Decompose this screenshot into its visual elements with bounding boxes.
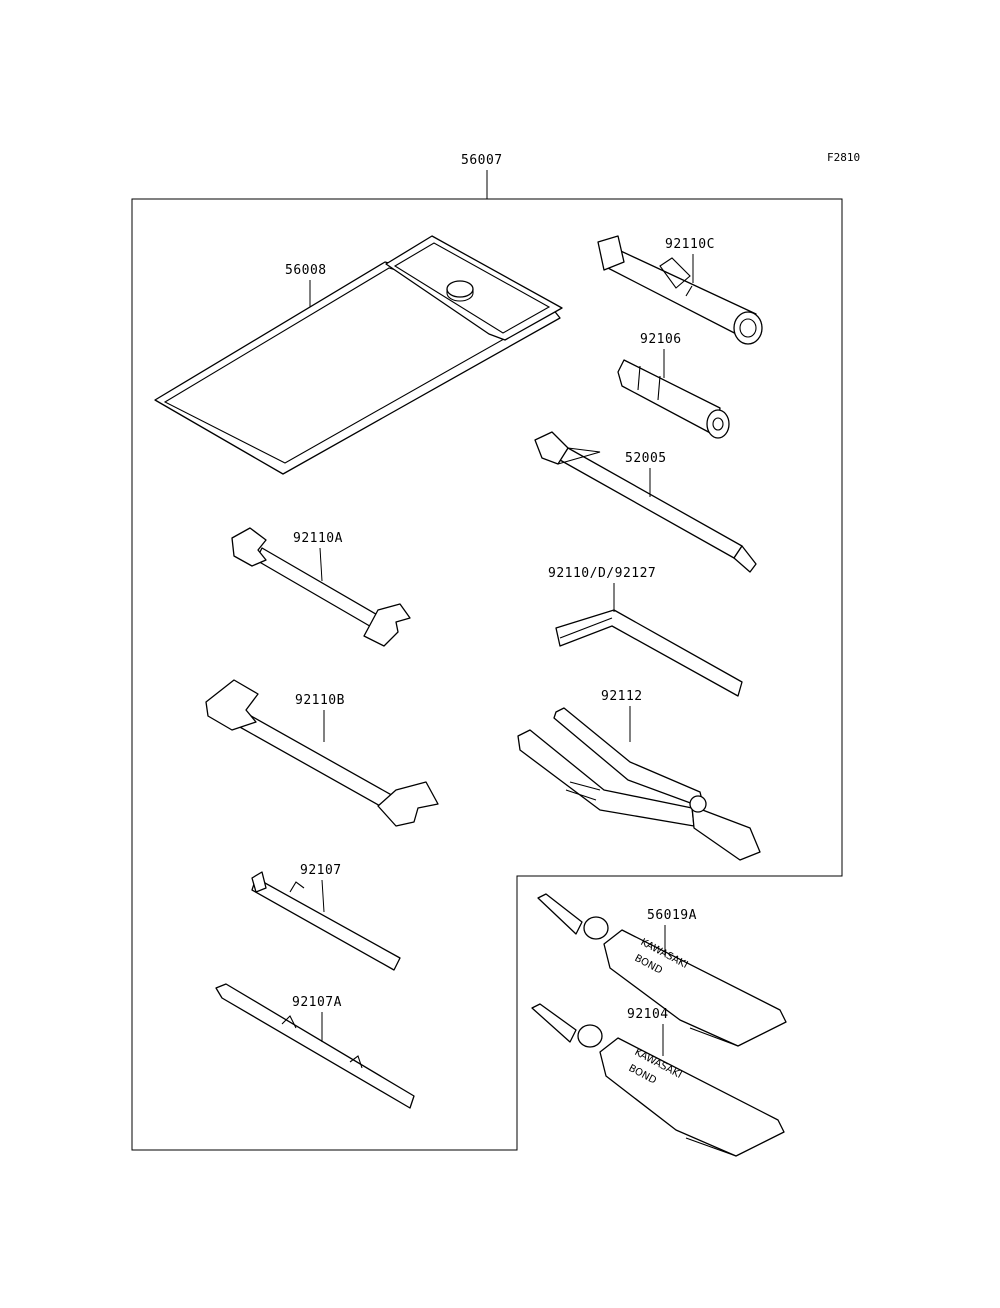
- screwdriver-shaft: [534, 431, 757, 573]
- label-92110B: 92110B: [295, 693, 345, 708]
- kit-enclosure: [131, 198, 843, 1151]
- label-92107A: 92107A: [292, 995, 342, 1010]
- label-92110A: 92110A: [293, 531, 343, 546]
- label-92112: 92112: [601, 689, 643, 704]
- driver-bit-double: [215, 983, 415, 1109]
- extension-tool: [617, 359, 730, 439]
- label-56008: 56008: [285, 263, 327, 278]
- label-92107: 92107: [300, 863, 342, 878]
- label-92104: 92104: [627, 1007, 669, 1022]
- figure-code: F2810: [827, 151, 860, 164]
- leader-92110A: [319, 547, 323, 582]
- pliers: [517, 707, 761, 861]
- label-92106: 92106: [640, 332, 682, 347]
- socket-wrench: [597, 235, 763, 345]
- leader-92107: [321, 879, 325, 913]
- label-92110-D-92127: 92110/D/92127: [548, 566, 656, 581]
- label-92110C: 92110C: [665, 237, 715, 252]
- wrench-large: [205, 679, 439, 827]
- label-56019A: 56019A: [647, 908, 697, 923]
- wrench-small: [231, 527, 411, 647]
- label-52005: 52005: [625, 451, 667, 466]
- hex-key: [555, 609, 743, 697]
- label-kit: 56007: [461, 153, 503, 168]
- tool-bag: [154, 235, 563, 475]
- driver-bit: [251, 871, 401, 971]
